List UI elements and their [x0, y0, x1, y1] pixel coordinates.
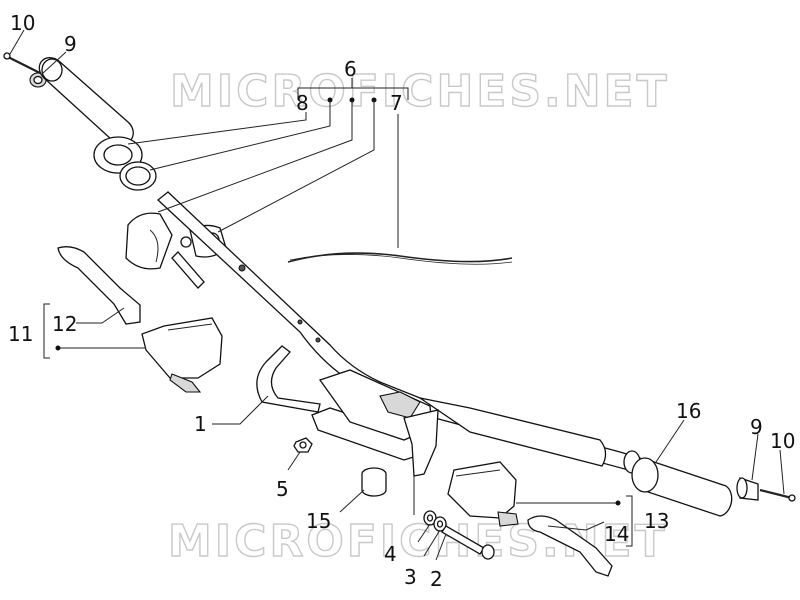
- washer-3: [423, 510, 437, 526]
- label-8: 8: [296, 91, 309, 115]
- bolt: [441, 525, 495, 560]
- label-15: 15: [306, 509, 331, 533]
- nut: [293, 437, 313, 453]
- label-1: 1: [194, 412, 207, 436]
- label-10-left: 10: [10, 11, 35, 35]
- label-16: 16: [676, 399, 701, 423]
- right-brake-lever: [527, 515, 613, 577]
- label-14: 14: [604, 522, 629, 546]
- left-brake-lever: [57, 246, 141, 325]
- right-master-cylinder: [447, 461, 519, 527]
- handlebar-mounting-bracket: [311, 369, 439, 515]
- throttle-housing-cover: [125, 212, 173, 270]
- label-6: 6: [344, 57, 357, 81]
- label-10-right: 10: [770, 429, 795, 453]
- left-master-cylinder: [141, 317, 223, 393]
- label-7: 7: [390, 91, 403, 115]
- left-grip: [38, 57, 134, 145]
- right-bar-end-weight: [736, 477, 759, 501]
- left-grip-screw: [3, 52, 43, 75]
- label-12: 12: [52, 312, 77, 336]
- label-5: 5: [276, 477, 289, 501]
- label-11: 11: [8, 322, 33, 346]
- right-grip-screw: [759, 488, 796, 502]
- label-9-right: 9: [750, 415, 763, 439]
- throttle-cable: [287, 252, 513, 263]
- right-grip: [631, 457, 733, 517]
- callout-labels: 10 9 6 8 7 12 11 1 5 15 4 3 2 16 9 10 13…: [8, 11, 795, 591]
- watermark-top: MICROFICHES.NET: [170, 66, 670, 117]
- label-13: 13: [644, 509, 669, 533]
- counterweight-damper: [361, 467, 387, 497]
- spacer-ring: [119, 161, 157, 191]
- label-4: 4: [384, 542, 397, 566]
- washer-4: [433, 516, 447, 532]
- cable-guide-tube: [256, 345, 321, 413]
- label-9-left: 9: [64, 32, 77, 56]
- leader-lines: [9, 29, 785, 561]
- label-3: 3: [404, 565, 417, 589]
- left-grip-flange: [93, 136, 143, 174]
- label-2: 2: [430, 567, 443, 591]
